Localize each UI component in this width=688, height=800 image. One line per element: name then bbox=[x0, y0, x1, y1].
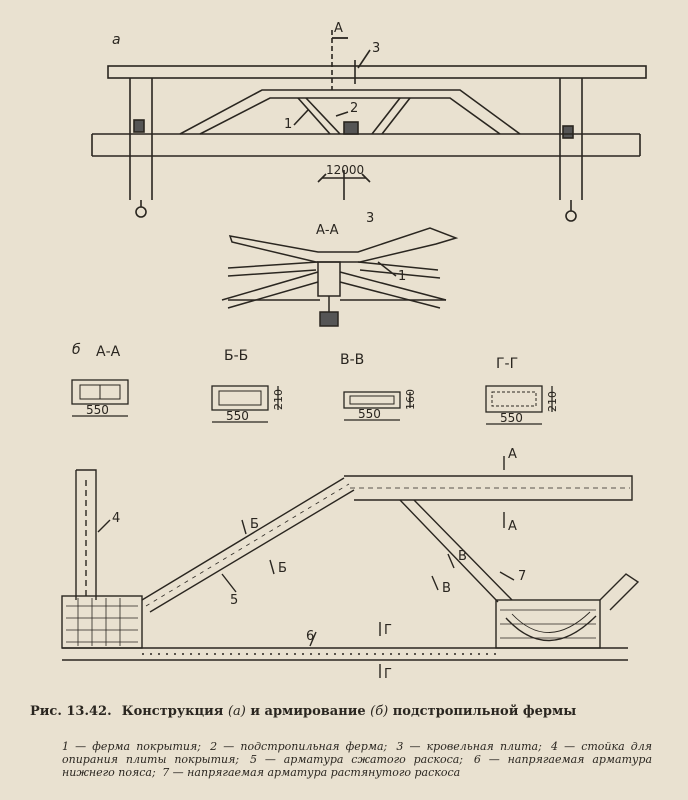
title-before: Конструкция bbox=[121, 704, 224, 719]
technical-drawing: а А 3 2 1 12000 А-А 3 1 б А-А 550 Б-Б 55… bbox=[61, 21, 647, 682]
legend-item-5: 5 — арматура сжатого раскоса; bbox=[249, 753, 464, 766]
reinf-compressed-diagonal bbox=[141, 477, 355, 613]
callout-3: 3 bbox=[372, 41, 380, 56]
section-vv-title: В-В bbox=[340, 352, 364, 368]
roof-slab bbox=[107, 65, 647, 79]
callout-5: 5 bbox=[230, 593, 238, 608]
stand-post-left bbox=[133, 119, 145, 133]
section-vv-height: 160 bbox=[404, 389, 417, 410]
section-gg-width: 550 bbox=[500, 411, 523, 425]
cut-mark-v-top: В bbox=[458, 549, 467, 564]
figure-legend: 1 — ферма покрытия; 2 — подстропильная ф… bbox=[62, 740, 652, 779]
legend-item-7: 7 — напрягаемая арматура растянутого рас… bbox=[162, 766, 461, 779]
stand-post-right bbox=[562, 125, 574, 139]
panel-a-section bbox=[221, 227, 459, 327]
section-aa-title: А-А bbox=[96, 344, 121, 360]
title-b: (б) bbox=[370, 704, 389, 719]
reinf-stand-post bbox=[75, 469, 97, 600]
title-a: (а) bbox=[227, 704, 246, 719]
bottom-chord bbox=[91, 133, 641, 157]
truss-top bbox=[179, 89, 521, 135]
reinf-top-chord bbox=[344, 475, 633, 501]
panel-b-sections bbox=[71, 379, 553, 425]
cut-mark-g-top: Г bbox=[384, 623, 392, 638]
cut-mark-a-bottom: А bbox=[508, 519, 517, 534]
legend-item-1: 1 — ферма покрытия; bbox=[62, 740, 201, 753]
panel-b-reinforcement bbox=[61, 456, 640, 678]
section-bb-width: 550 bbox=[226, 409, 249, 423]
legend-item-4: 4 — стойка для опирания плиты покрытия; bbox=[62, 740, 653, 766]
section-bb-height: 210 bbox=[272, 389, 285, 410]
cut-mark-b-top: Б bbox=[250, 517, 259, 532]
reinf-tension-diagonal bbox=[399, 499, 513, 603]
section-web bbox=[317, 261, 341, 297]
section-callout-3: 3 bbox=[366, 211, 374, 226]
section-gg-outline bbox=[485, 385, 543, 413]
cut-mark-g-bottom: Г bbox=[384, 667, 392, 682]
section-slab bbox=[228, 227, 459, 263]
figure-title: Конструкция (а) и армирование (б) подстр… bbox=[122, 704, 577, 719]
panel-a-label: а bbox=[112, 32, 121, 48]
section-aa-width: 550 bbox=[86, 403, 109, 417]
callout-7: 7 bbox=[518, 569, 526, 584]
cut-mark-a-top: А bbox=[508, 447, 517, 462]
legend-item-3: 3 — кровельная плита; bbox=[396, 740, 542, 753]
section-callout-1: 1 bbox=[398, 269, 406, 284]
title-after: подстропильной фермы bbox=[392, 704, 577, 719]
section-aa-outline bbox=[71, 379, 129, 405]
callout-6: 6 bbox=[306, 629, 314, 644]
reinf-bottom-chord bbox=[62, 647, 628, 661]
legend-item-2: 2 — подстропильная ферма; bbox=[210, 740, 388, 753]
title-mid: и армирование bbox=[250, 704, 366, 719]
callout-4: 4 bbox=[112, 511, 120, 526]
panel-b-label: б bbox=[72, 342, 81, 358]
reinf-u-tendon bbox=[505, 615, 597, 642]
figure-number: Рис. 13.42. bbox=[30, 704, 112, 719]
reinf-support-block-left bbox=[61, 595, 143, 649]
callout-1: 1 bbox=[284, 117, 292, 132]
section-gg-height: 210 bbox=[546, 391, 559, 412]
section-bb-outline bbox=[211, 385, 269, 411]
cut-mark-v-bottom: В bbox=[442, 581, 451, 596]
panel-a-elevation bbox=[91, 30, 647, 222]
callout-2: 2 bbox=[350, 101, 358, 116]
span-dimension: 12000 bbox=[326, 163, 364, 177]
section-bb-title: Б-Б bbox=[224, 348, 248, 364]
section-mark-a: А bbox=[334, 21, 343, 36]
section-vv-outline bbox=[343, 391, 401, 409]
cut-mark-b-bottom: Б bbox=[278, 561, 287, 576]
section-vv-width: 550 bbox=[358, 407, 381, 421]
section-title-aa: А-А bbox=[316, 223, 339, 238]
legend-item-6: 6 — напрягаемая арматура нижнего пояса; bbox=[62, 753, 653, 779]
figure-caption: Рис. 13.42. Конструкция (а) и армировани… bbox=[30, 704, 658, 720]
section-gg-title: Г-Г bbox=[496, 356, 518, 372]
